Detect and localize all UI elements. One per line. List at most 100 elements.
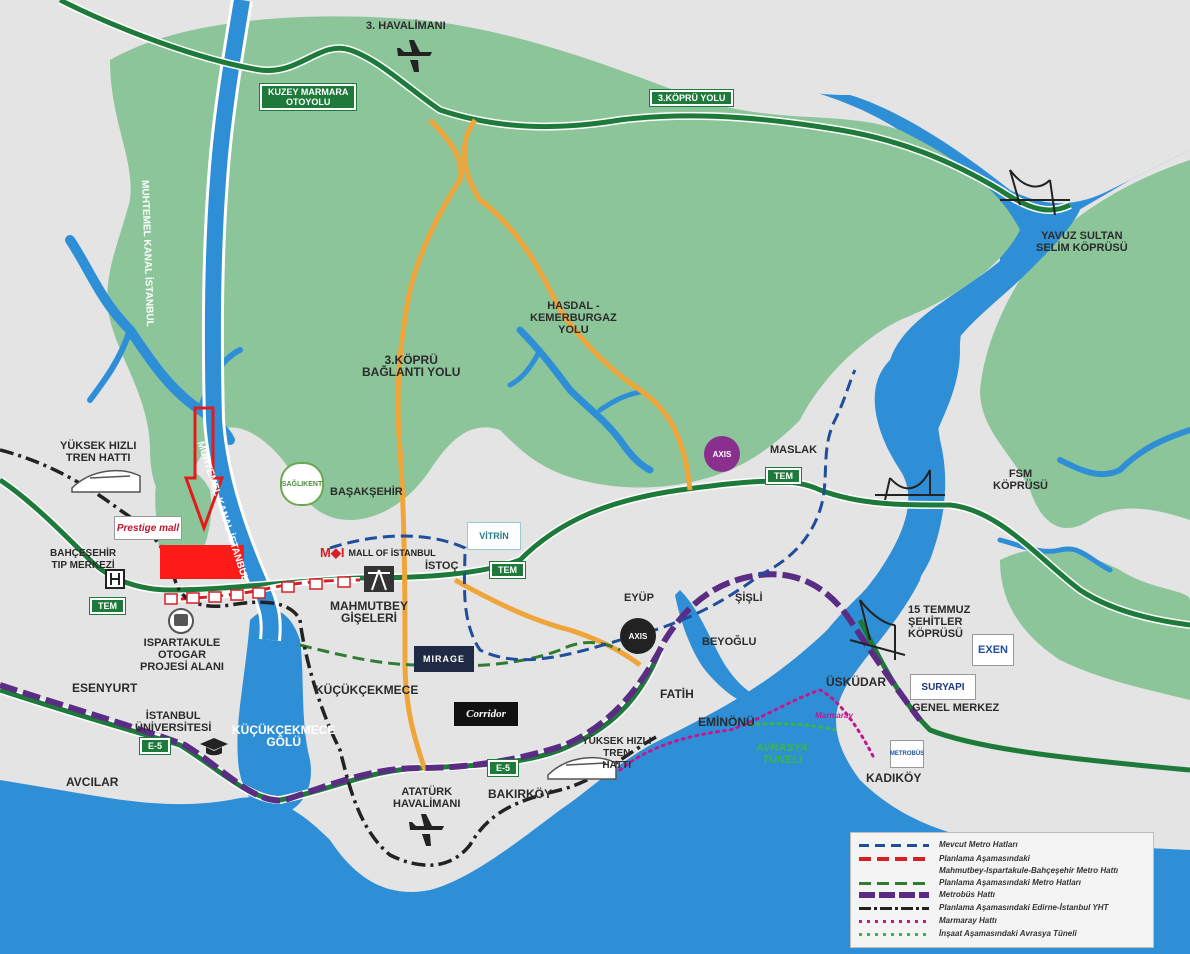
legend-item-avrasya: İnşaat Aşamasındaki Avrasya Tüneli — [859, 930, 1077, 938]
logo-suryapi: SURYAPI — [910, 674, 976, 700]
metro-station — [309, 578, 323, 590]
label-yavuz-sultan: YAVUZ SULTAN SELİM KÖPRÜSÜ — [1036, 230, 1128, 254]
label-hasdal-line2: KEMERBURGAZ — [530, 312, 617, 324]
legend-swatch — [859, 932, 929, 936]
sign-e5-east: E-5 — [486, 759, 520, 777]
marmaray-line — [618, 688, 877, 772]
logo-axis-maslak: AXIS — [704, 436, 740, 472]
logo-prestige-mall: Prestige mall — [114, 516, 182, 540]
label-3-havalimani: 3. HAVALİMANI — [366, 20, 446, 32]
highway-tem-core — [0, 477, 1190, 628]
label-yavuz-line1: YAVUZ SULTAN — [1041, 230, 1123, 242]
label-ataturk-line2: HAVALİMANI — [393, 798, 461, 810]
highway-kuzey-marmara-core — [58, 0, 1072, 213]
legend-swatch — [859, 892, 929, 898]
label-ataturk-line1: ATATÜRK — [401, 786, 453, 798]
legend-swatch — [859, 906, 929, 910]
legend-label: Planlama Aşamasındaki — [939, 854, 1030, 863]
label-mahmutbey-line1: MAHMUTBEY — [330, 599, 408, 613]
label-bahcesehir-tip: BAHÇEŞEHİR TIP MERKEZİ — [50, 548, 116, 572]
forest-north — [107, 16, 1020, 521]
label-ataturk: ATATÜRK HAVALİMANI — [393, 786, 460, 810]
reservoir-alibey-branch — [507, 347, 643, 413]
forest-asian-north — [980, 160, 1190, 529]
sign-e5-west: E-5 — [138, 737, 172, 755]
sign-kuzey-marmara: KUZEY MARMARA OTOYOLU — [258, 83, 358, 111]
bridge-fsm — [875, 469, 945, 501]
label-basaksehir: BAŞAKŞEHİR — [330, 486, 403, 498]
label-avrasya: AVRASYA TÜNELİ — [756, 742, 808, 766]
label-yht2-line3: HATTI — [602, 760, 632, 771]
bridge-15-temmuz — [849, 599, 906, 660]
golden-horn — [675, 590, 755, 705]
sign-tem-istoc: TEM — [489, 561, 526, 579]
label-hasdal-line3: YOLU — [558, 324, 589, 336]
label-otogar-line2: OTOGAR — [157, 649, 207, 661]
label-yht-north: YÜKSEK HIZLI TREN HATTI — [60, 440, 136, 464]
legend-label: Mahmutbey-Ispartakule-Bahçeşehir Metro H… — [939, 866, 1119, 875]
legend-swatch — [859, 843, 929, 847]
logo-metrobus: METROBÜS — [890, 740, 924, 768]
sign-kuzey-line2: OTOYOLU — [286, 97, 331, 107]
label-hasdal: HASDAL - KEMERBURGAZ YOLU — [530, 300, 617, 336]
legend-label: İnşaat Aşamasındaki Avrasya Tüneli — [939, 929, 1077, 938]
label-universite: İSTANBUL ÜNİVERSİTESİ — [135, 710, 211, 734]
metro-station — [281, 581, 295, 593]
metro-station — [230, 589, 244, 601]
sign-tem-maslak: TEM — [765, 467, 802, 485]
label-avrasya-line1: AVRASYA — [756, 742, 809, 754]
logo-axis-istanbul: AXIS — [620, 618, 656, 654]
toll-gate-icon — [364, 566, 394, 592]
legend-label: Planlama Aşamasındaki Edirne-İstanbul YH… — [939, 903, 1109, 912]
label-15-temmuz: 15 TEMMUZ ŞEHİTLER KÖPRÜSÜ — [908, 604, 970, 640]
logo-mall-of-istanbul: M◆I MALL OF İSTANBUL — [320, 544, 436, 562]
label-temmuz-line1: 15 TEMMUZ — [908, 604, 971, 616]
kucukcekmece-lake — [237, 609, 311, 815]
airport-icon-north — [397, 40, 432, 72]
label-temmuz-line3: KÖPRÜSÜ — [908, 628, 964, 640]
train-icon-north — [71, 469, 141, 493]
legend-label: Marmaray Hattı — [939, 916, 997, 925]
legend-label: Metrobüs Hattı — [939, 890, 995, 899]
legend-item-yht: Planlama Aşamasındaki Edirne-İstanbul YH… — [859, 904, 1108, 912]
legend-item-marmaray: Marmaray Hattı — [859, 917, 997, 925]
map-legend: Mevcut Metro Hatları Planlama Aşamasında… — [850, 832, 1154, 948]
label-esenyurt: ESENYURT — [72, 681, 138, 695]
label-baglanti-line1: 3.KÖPRÜ — [384, 353, 438, 367]
label-kadikoy: KADIKÖY — [866, 771, 922, 785]
label-universite-line2: ÜNİVERSİTESİ — [135, 722, 212, 734]
label-bakirkoy: BAKIRKÖY — [488, 787, 553, 801]
bridge-yavuz-sultan — [1000, 169, 1070, 216]
planned-metro-green — [299, 641, 621, 668]
road-baglanti — [395, 118, 464, 771]
legend-item-mevcut-metro: Mevcut Metro Hatları — [859, 841, 1018, 849]
moi-mark-icon: M◆I — [320, 545, 345, 560]
label-mahmutbey-line2: GİŞELERİ — [340, 611, 397, 625]
label-fsm-line1: FSM — [1008, 468, 1033, 480]
legend-item-planlama-red: Planlama Aşamasındaki — [859, 855, 1030, 863]
label-mahmutbey: MAHMUTBEY GİŞELERİ — [330, 600, 408, 624]
label-bahcesehir-line2: TIP MERKEZİ — [51, 560, 115, 571]
project-site-marker — [160, 545, 244, 579]
label-hasdal-line1: HASDAL - — [547, 300, 600, 312]
logo-exen: EXEN — [972, 634, 1014, 666]
label-yht-south: YÜKSEK HIZLI TREN HATTI — [582, 736, 651, 772]
metrobus-line — [0, 571, 923, 804]
logo-marmaray: Marmaray — [815, 710, 853, 720]
legend-label: Mevcut Metro Hatları — [939, 840, 1018, 849]
label-istoc: İSTOÇ — [425, 560, 459, 572]
label-kucukcekmece: KÜÇÜKÇEKMECE — [315, 683, 419, 697]
label-sisli: ŞİŞLİ — [735, 592, 763, 604]
label-eyup: EYÜP — [624, 592, 654, 604]
label-yht-line1: YÜKSEK HIZLI — [60, 440, 137, 452]
metro-station-markers — [164, 576, 351, 605]
label-kucukcekmece-golu: KÜÇÜKÇEKMECE GÖLÜ — [232, 724, 335, 748]
metro-station — [164, 593, 178, 605]
legend-item-metrobus: Metrobüs Hattı — [859, 891, 995, 899]
legend-swatch — [859, 919, 929, 923]
metro-station — [252, 587, 266, 599]
metro-station — [186, 592, 200, 604]
label-otogar: ISPARTAKULE OTOGAR PROJESİ ALANI — [140, 637, 224, 673]
legend-swatch — [859, 881, 929, 885]
